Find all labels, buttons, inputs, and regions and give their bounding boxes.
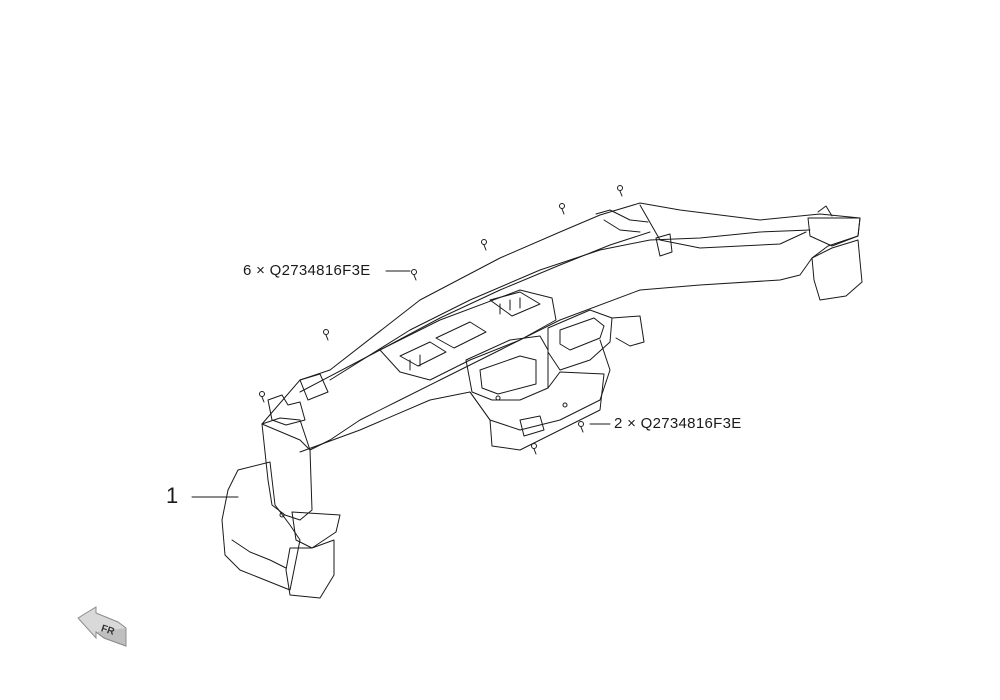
right-duct-connector [655,233,673,257]
duct-lower-edge [299,339,611,453]
right-center-bracket [611,315,645,347]
fastener-callout-lower: 2 × Q2734816F3E [614,415,742,432]
left-foot-duct [221,461,301,591]
left-riser-hole [279,512,285,518]
screw-icon [323,329,329,341]
lower-console-duct [469,371,605,451]
center-vent-housing [379,289,557,381]
lower-console-bracket [519,415,545,437]
screw-icon [559,203,565,215]
lower-console-hole-2 [495,395,501,401]
center-vent-slot-3 [489,291,541,317]
center-vent-grid [409,297,521,371]
left-mount-tab-inner [299,373,329,401]
duct-main-body [261,202,861,451]
right-end-tab [817,205,833,217]
screw-icon [578,421,584,433]
left-foot-inner [231,539,287,569]
screw-icon [259,391,265,403]
left-riser [261,417,313,521]
left-mount-tab [267,394,306,426]
lower-console-hole [562,402,568,408]
center-vent-slot-1 [399,341,447,367]
screw-icon [411,269,417,281]
top-wire-run [595,209,649,233]
screw-icon [531,443,537,455]
screw-icon [481,239,487,251]
right-center-outlet-inner [559,317,605,351]
center-vent-slot-2 [435,321,487,349]
screw-icon [617,185,623,197]
duct-top-rib [299,231,651,393]
left-outlet-box [285,539,335,599]
right-end-box [811,239,863,301]
duct-inner-line [329,229,811,381]
right-end-flap [807,217,861,247]
fastener-callout-upper: 6 × Q2734816F3E [243,262,371,279]
right-duct-rib [639,204,807,249]
right-center-outlet [547,309,613,371]
front-direction-arrow-icon [77,606,127,647]
center-outlet-opening [479,355,537,395]
left-outlet-flap [291,511,341,549]
part-number-1-label: 1 [166,483,179,508]
